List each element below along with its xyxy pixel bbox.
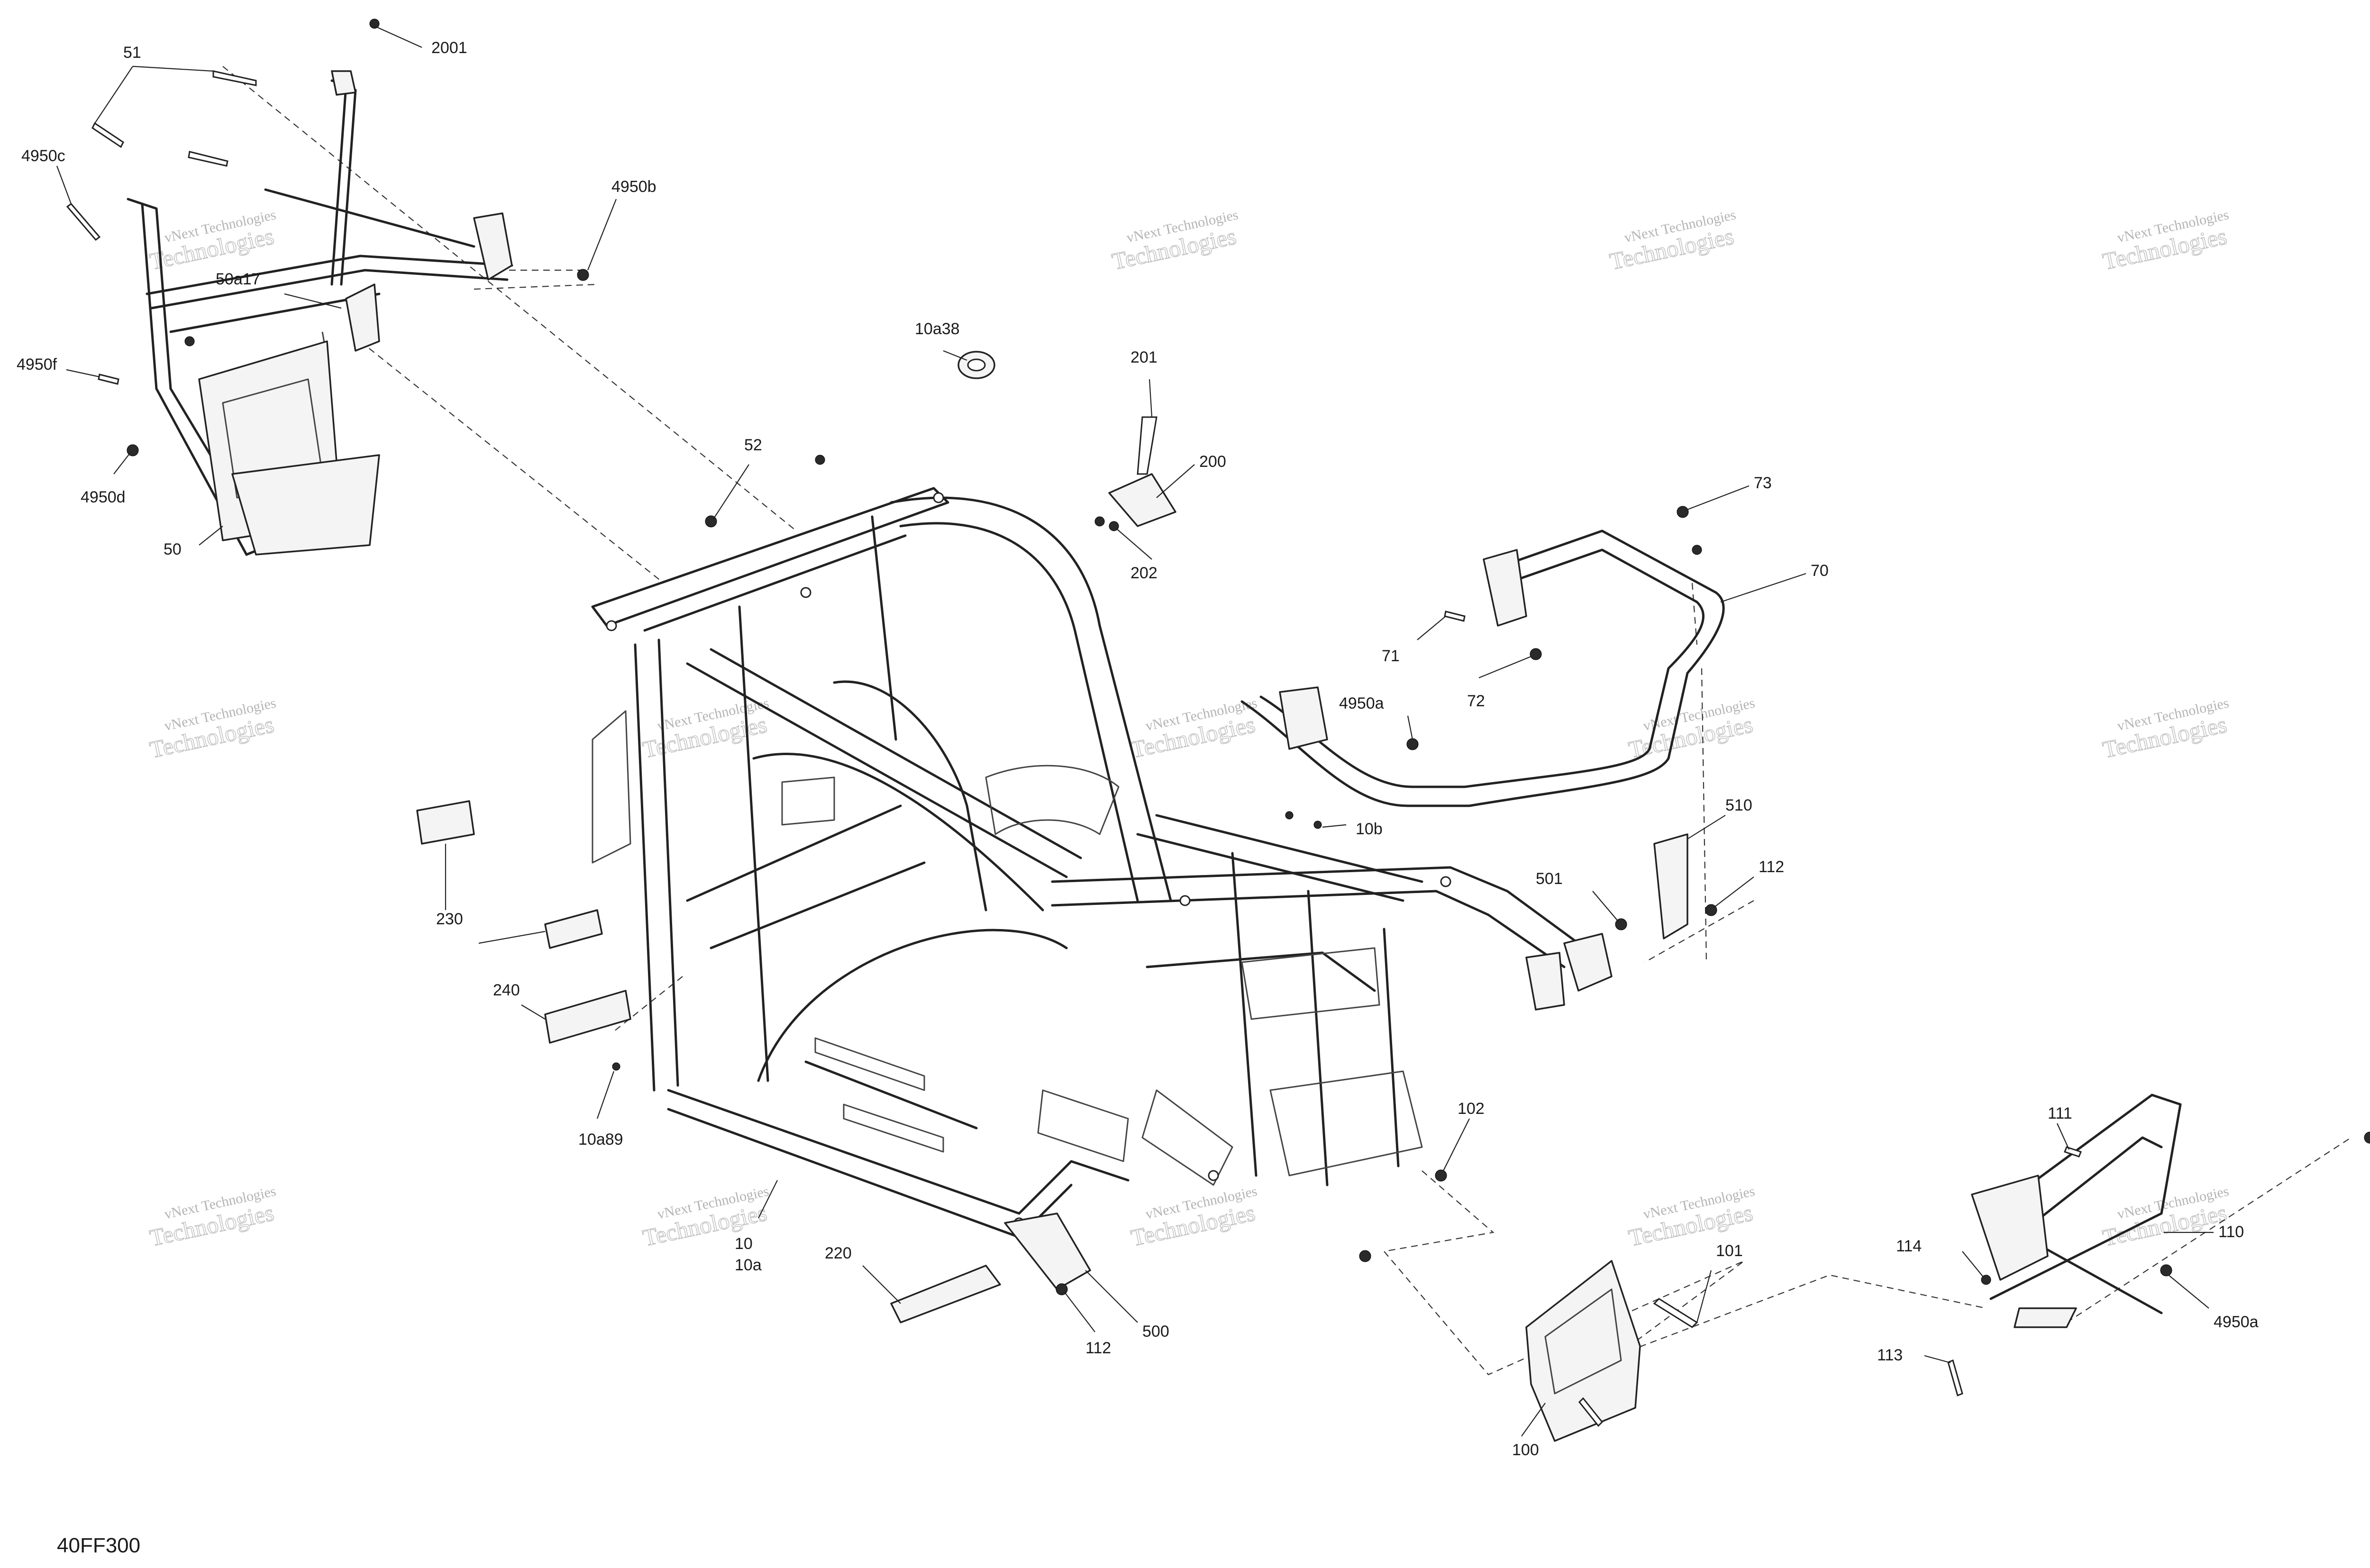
watermark: vNext Technologies Technologies <box>2100 1183 2230 1251</box>
callout-10b: 10b <box>1356 820 1383 838</box>
watermark: vNext Technologies Technologies <box>2100 207 2230 275</box>
callout-2001: 2001 <box>431 39 467 57</box>
callout-10a: 10a <box>735 1256 762 1274</box>
callout-10a38: 10a38 <box>915 320 960 338</box>
rear-rack-tube <box>1240 506 1725 807</box>
callout-510: 510 <box>1725 796 1752 814</box>
watermark: vNext Technologies Technologies <box>1626 1183 1756 1251</box>
callout-240: 240 <box>493 981 520 999</box>
watermark: vNext Technologies Technologies <box>640 695 770 763</box>
callout-4950a-top: 4950a <box>1339 694 1384 712</box>
callout-10: 10 <box>735 1235 753 1253</box>
callout-73: 73 <box>1754 474 1772 492</box>
callout-110: 110 <box>2218 1223 2244 1241</box>
callout-4950b: 4950b <box>611 178 656 196</box>
callout-50: 50 <box>164 540 182 558</box>
callout-201: 201 <box>1130 348 1158 366</box>
callout-101: 101 <box>1716 1242 1743 1260</box>
callout-100: 100 <box>1512 1441 1539 1459</box>
callout-10a89: 10a89 <box>578 1130 623 1149</box>
callout-72: 72 <box>1467 692 1485 710</box>
watermarks: vNext Technologies Technologies vNext Te… <box>147 207 2230 1251</box>
watermark: vNext Technologies Technologies <box>640 1183 770 1251</box>
leader-lines <box>56 25 2214 1437</box>
callout-220: 220 <box>825 1244 852 1262</box>
callout-114: 114 <box>1896 1237 1922 1255</box>
small-parts <box>416 351 2370 1442</box>
callout-51: 51 <box>123 44 141 62</box>
callout-71: 71 <box>1382 647 1400 665</box>
watermark: vNext Technologies Technologies <box>1128 695 1258 763</box>
callout-labels: 51 2001 4950c 4950b 50a17 4950f 4950d 50… <box>17 39 2259 1459</box>
front-bumper-assembly <box>66 18 589 556</box>
watermark: vNext Technologies Technologies <box>2100 695 2230 763</box>
main-frame <box>591 487 1613 1239</box>
callout-111: 111 <box>2048 1104 2072 1122</box>
callout-50a17: 50a17 <box>216 270 261 288</box>
callout-501: 501 <box>1536 870 1563 888</box>
callout-500: 500 <box>1142 1322 1169 1340</box>
callout-230: 230 <box>436 910 463 928</box>
watermark: vNext Technologies Technologies <box>147 1183 277 1251</box>
watermark: vNext Technologies Technologies <box>1626 695 1756 763</box>
callout-4950a-bottom: 4950a <box>2214 1313 2259 1331</box>
watermark: vNext Technologies Technologies <box>147 695 277 763</box>
callout-4950d: 4950d <box>81 488 126 506</box>
watermark: vNext Technologies Technologies <box>1109 207 1240 275</box>
figure-code: 40FF300 <box>57 1534 140 1557</box>
watermark: vNext Technologies Technologies <box>1128 1183 1258 1251</box>
callout-112-bottom: 112 <box>1085 1339 1111 1357</box>
callout-4950c: 4950c <box>21 147 65 165</box>
callout-113: 113 <box>1877 1346 1903 1364</box>
callout-102: 102 <box>1458 1100 1485 1118</box>
callout-4950f: 4950f <box>17 356 57 374</box>
callout-112-right: 112 <box>1759 858 1784 876</box>
callout-202: 202 <box>1130 564 1158 582</box>
watermark: vNext Technologies Technologies <box>1607 207 1737 275</box>
watermark: vNext Technologies Technologies <box>147 207 277 275</box>
callout-200: 200 <box>1199 453 1226 471</box>
callout-70: 70 <box>1811 562 1829 580</box>
callout-52: 52 <box>744 436 762 454</box>
